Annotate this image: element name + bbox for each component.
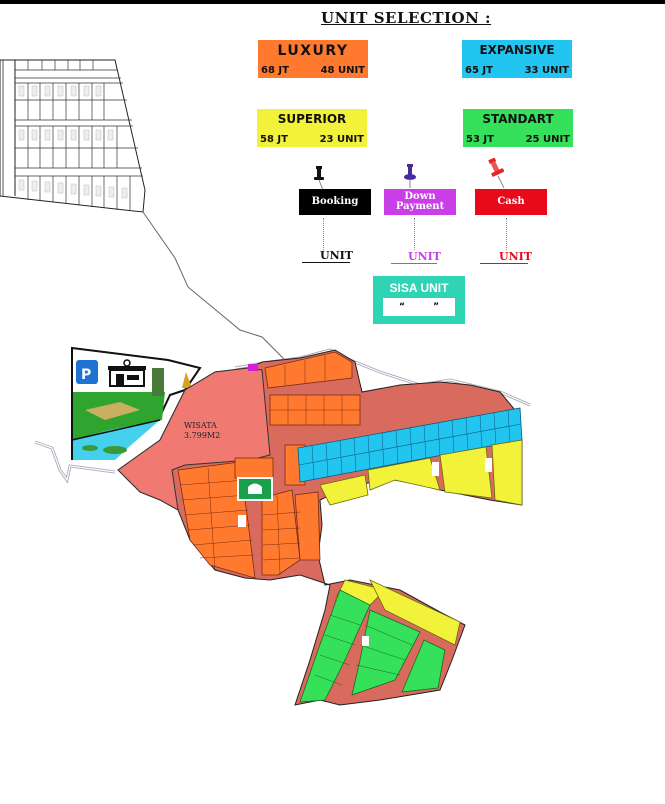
superior-lots [319, 439, 523, 646]
status-booking[interactable]: Booking [299, 189, 371, 215]
remaining-units-field[interactable]: “ ” [383, 298, 455, 316]
close-quote: ” [433, 302, 439, 312]
svg-text:P: P [81, 367, 91, 383]
connector-line [506, 218, 507, 250]
outline-lots-block [0, 59, 146, 213]
pushpin-icon [314, 166, 324, 190]
status-down-payment[interactable]: Down Payment [384, 189, 456, 215]
category-standart[interactable]: STANDART 53 JT 25 UNIT [463, 109, 573, 147]
gate-marker [248, 364, 258, 371]
category-price: 65 JT [465, 65, 493, 76]
category-expansive[interactable]: EXPANSIVE 65 JT 33 UNIT [462, 40, 572, 78]
facilities-area: P [71, 346, 202, 460]
category-units: 48 UNIT [320, 65, 365, 76]
category-price: 58 JT [260, 134, 288, 145]
unit-blank[interactable] [480, 263, 528, 264]
connector-line [414, 218, 415, 250]
parking-icon [76, 360, 98, 384]
pushpin-icon [404, 164, 416, 188]
shop-icon [108, 359, 146, 387]
category-luxury[interactable]: LUXURY 68 JT 48 UNIT [258, 40, 368, 78]
category-name: EXPANSIVE [479, 43, 555, 57]
svg-text:3.799M2: 3.799M2 [184, 431, 220, 440]
booking-unit-label: UNIT [320, 249, 353, 262]
remaining-units-label: SISA UNIT [389, 281, 449, 295]
standart-lots [299, 589, 446, 703]
boundary-line [142, 211, 286, 361]
pushpin-icon [488, 158, 505, 188]
unit-blank[interactable] [391, 263, 437, 264]
category-name: STANDART [482, 112, 554, 126]
remaining-units-box: SISA UNIT “ ” [373, 276, 465, 324]
category-superior[interactable]: SUPERIOR 58 JT 23 UNIT [257, 109, 367, 147]
cash-unit-label: UNIT [499, 250, 532, 263]
open-quote: “ [399, 302, 405, 312]
category-price: 68 JT [261, 65, 289, 76]
category-name: SUPERIOR [277, 112, 347, 126]
category-units: 33 UNIT [524, 65, 569, 76]
page-title: UNIT SELECTION : [321, 9, 492, 27]
status-cash[interactable]: Cash [475, 189, 547, 215]
category-units: 23 UNIT [319, 134, 364, 145]
top-border [0, 0, 665, 4]
connector-line [323, 218, 324, 250]
wisata-zone [117, 367, 271, 511]
monument-icon [182, 372, 192, 388]
unit-blank[interactable] [302, 262, 350, 263]
category-name: LUXURY [277, 43, 349, 59]
category-units: 25 UNIT [525, 134, 570, 145]
category-price: 53 JT [466, 134, 494, 145]
svg-text:WISATA: WISATA [184, 421, 217, 430]
down-payment-unit-label: UNIT [408, 250, 441, 263]
